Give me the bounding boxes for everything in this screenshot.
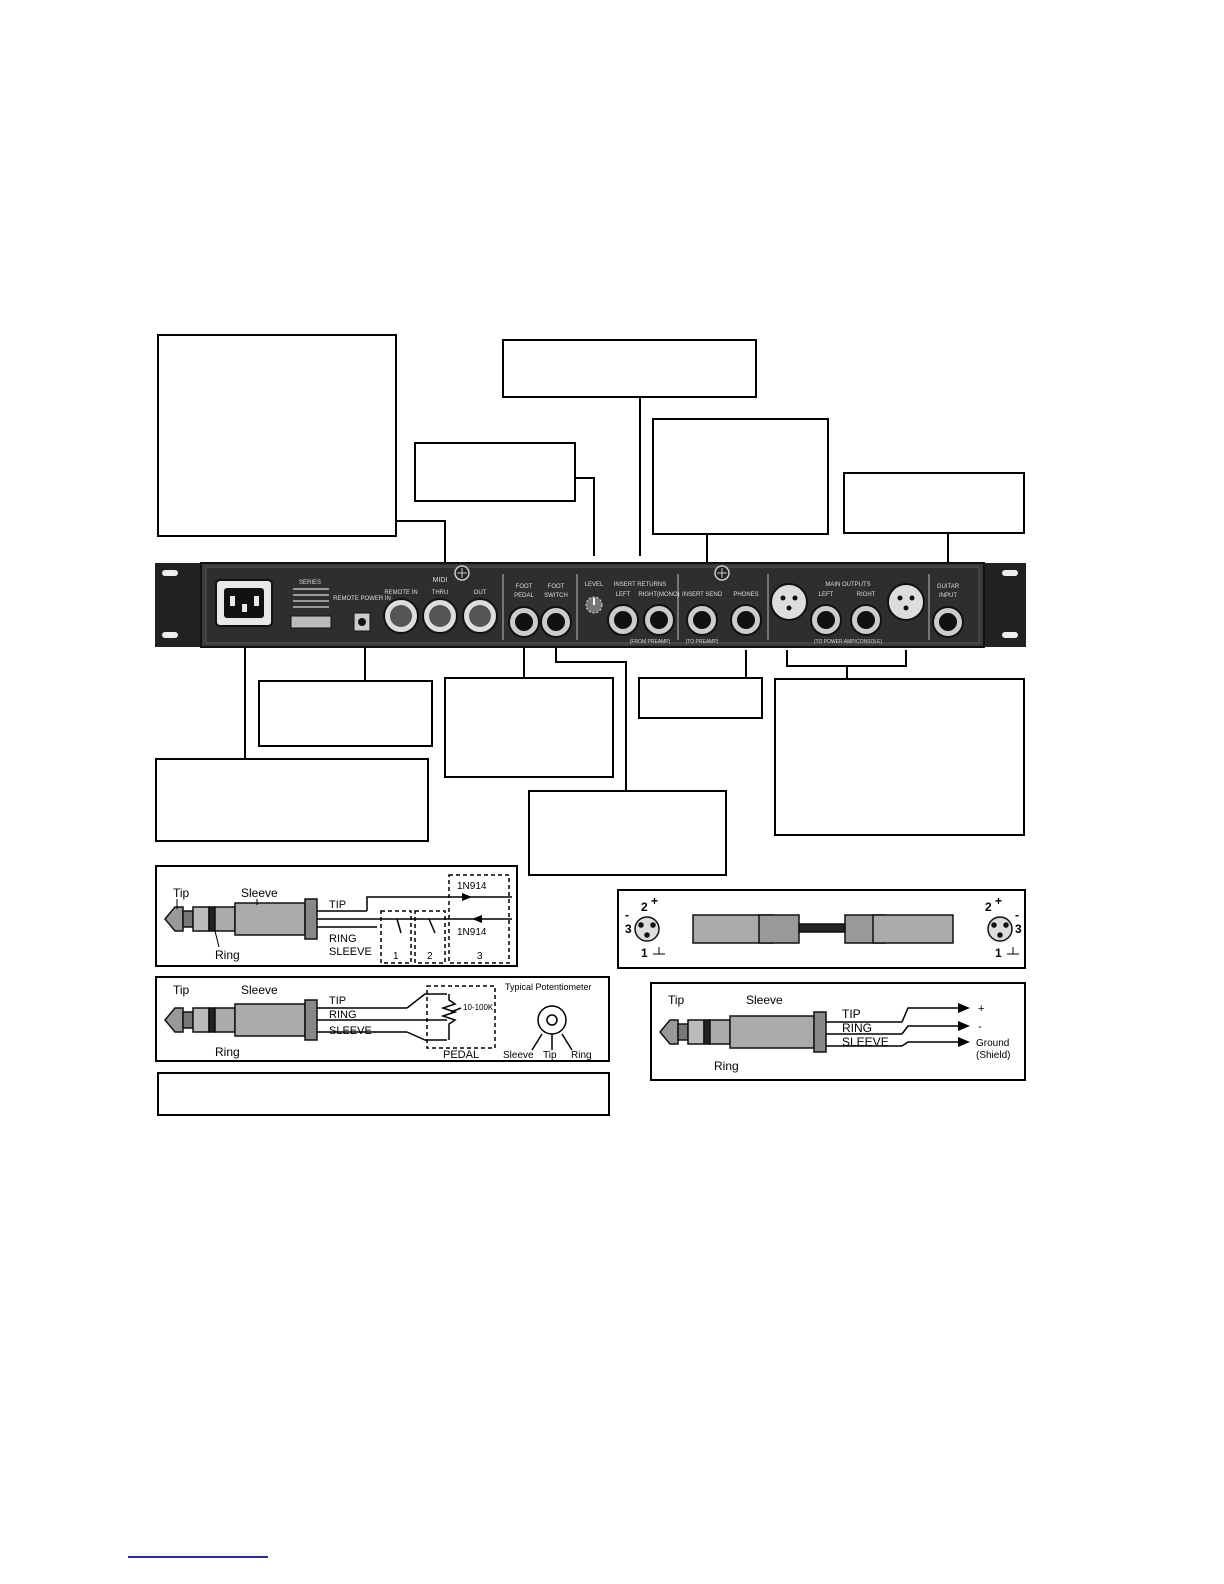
pedal-label: PEDAL	[443, 1049, 479, 1061]
callout-insert-returns	[502, 339, 757, 398]
midi-out-label: OUT	[474, 590, 487, 596]
guitar-input-label-2: INPUT	[939, 593, 957, 599]
footer-rule	[128, 1556, 268, 1558]
xlr-left-plus: +	[651, 894, 658, 908]
midi-thru-label: THRU	[432, 590, 449, 596]
insert-return-right-label: RIGHT(MONO)	[638, 592, 679, 598]
from-preamp-label: (FROM PREAMP)	[630, 639, 671, 645]
insert-return-left-label: LEFT	[616, 592, 631, 598]
ring-wire-label: RING	[842, 1021, 872, 1035]
callout-remote-power	[258, 680, 433, 747]
xlr-right-pin1: 1	[995, 946, 1002, 960]
insert-send-label: INSERT SEND	[682, 592, 723, 598]
guitar-input-label-1: GUITAR	[937, 584, 960, 590]
pot-tip-label: Tip	[543, 1050, 557, 1061]
main-outputs-label: MAIN OUTPUTS	[825, 582, 870, 588]
rear-panel-diagram: SERIES REMOTE POWER IN MIDI REMOTE IN TH…	[155, 398, 1026, 790]
xlr-left-pin3: 3	[625, 922, 632, 936]
sleeve-wire-label: SLEEVE	[329, 1025, 372, 1037]
pot-sleeve-label: Sleeve	[503, 1050, 534, 1061]
callout-power-inlet	[155, 758, 429, 842]
plug-tip-label: Tip	[173, 983, 190, 997]
xlr-left-minus: -	[625, 908, 629, 922]
switch-1-label: 1	[393, 951, 399, 962]
pot-title-label: Typical Potentiometer	[505, 982, 592, 992]
callout-main-outputs	[774, 678, 1025, 836]
main-left-label: LEFT	[819, 592, 834, 598]
callout-level	[414, 442, 576, 502]
plug-ring-label: Ring	[215, 948, 240, 962]
ring-wire-label: RING	[329, 933, 357, 945]
stereo-plug	[164, 898, 318, 940]
xlr-right-pin3: 3	[1015, 922, 1022, 936]
plug-ring-label: Ring	[215, 1045, 240, 1059]
xlr-right-pin2: 2	[985, 900, 992, 914]
main-right-label: RIGHT	[857, 592, 876, 598]
plug-tip-label: Tip	[173, 886, 190, 900]
main-xlr-left	[770, 583, 808, 621]
xlr-right-minus: -	[1015, 908, 1019, 922]
pot-ring-label: Ring	[571, 1050, 592, 1061]
pot-value-label: 10-100K	[463, 1003, 494, 1012]
midi-remote-in-label: REMOTE IN	[384, 590, 417, 596]
switch-3-label: 3	[477, 951, 483, 962]
leader-lines	[244, 398, 949, 790]
plug-ring-label: Ring	[714, 1059, 739, 1073]
plug-sleeve-label: Sleeve	[241, 983, 278, 997]
remote-power-label: REMOTE POWER IN	[333, 596, 391, 602]
callout-foot-switch	[528, 790, 727, 876]
ring-wire-label: RING	[329, 1009, 357, 1021]
level-label: LEVEL	[585, 582, 604, 588]
main-xlr-right	[887, 583, 925, 621]
foot-switch-label-1: FOOT	[548, 584, 565, 590]
tip-wire-label: TIP	[842, 1007, 861, 1021]
pedal-wiring-diagram: Tip Sleeve Ring TIP RING SLEEVE 10-100K …	[155, 976, 610, 1062]
foot-pedal-label-2: PEDAL	[514, 593, 534, 599]
callout-midi-description	[157, 334, 397, 537]
callout-phones	[638, 677, 763, 719]
insert-returns-label: INSERT RETURNS	[614, 582, 666, 588]
ground-label: Ground	[976, 1038, 1009, 1049]
plus-label: +	[978, 1003, 984, 1015]
diode-top-label: 1N914	[457, 881, 487, 892]
plug-tip-label: Tip	[668, 993, 685, 1007]
callout-guitar-input	[843, 472, 1025, 534]
minus-label: -	[978, 1021, 982, 1033]
xlr-left-pin1: 1	[641, 946, 648, 960]
midi-label: MIDI	[433, 577, 448, 584]
callout-caption	[157, 1072, 610, 1116]
switch-2-label: 2	[427, 951, 433, 962]
sleeve-wire-label: SLEEVE	[329, 946, 372, 958]
plug-sleeve-label: Sleeve	[241, 886, 278, 900]
xlr-left-pin2: 2	[641, 900, 648, 914]
diode-bottom-label: 1N914	[457, 927, 487, 938]
spec-label: SERIES	[299, 580, 321, 586]
sleeve-wire-label: SLEEVE	[842, 1035, 889, 1049]
xlr-cable-diagram: 2 + - 3 1 2 + - 3 1	[617, 889, 1026, 969]
foot-switch-label-2: SWITCH	[544, 593, 568, 599]
tip-wire-label: TIP	[329, 995, 346, 1007]
callout-foot-pedal	[444, 677, 614, 778]
foot-pedal-label-1: FOOT	[516, 584, 533, 590]
callout-insert-send	[652, 418, 829, 535]
tip-wire-label: TIP	[329, 899, 346, 911]
xlr-right-plus: +	[995, 894, 1002, 908]
plug-sleeve-label: Sleeve	[746, 993, 783, 1007]
balanced-trs-diagram: Tip Sleeve Ring TIP RING SLEEVE + - Grou…	[650, 982, 1026, 1081]
shield-label: (Shield)	[976, 1050, 1010, 1061]
footswitch-wiring-diagram: Tip Sleeve Ring TIP RING SLEEVE 1N914 1N…	[155, 865, 518, 967]
rack-ear-left	[155, 563, 201, 647]
phones-label: PHONES	[733, 592, 758, 598]
to-power-amp-label: (TO POWER AMP/CONSOLE)	[814, 639, 883, 645]
to-preamp-label: (TO PREAMP)	[686, 639, 719, 645]
